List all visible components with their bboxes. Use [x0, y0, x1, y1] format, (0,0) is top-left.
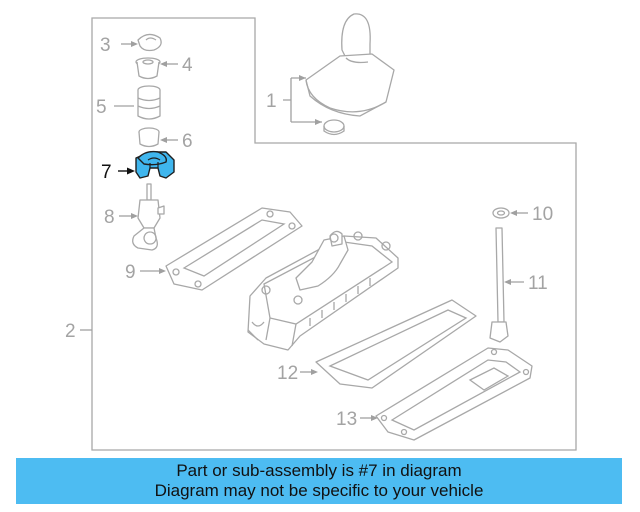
callout-7[interactable]: 7: [101, 162, 112, 183]
banner-line-2: Diagram may not be specific to your vehi…: [154, 481, 484, 500]
callout-13[interactable]: 13: [336, 409, 357, 430]
part-9-arrowhead: [159, 268, 166, 274]
callout-2[interactable]: 2: [65, 321, 76, 342]
part-12-cover-plate: [315, 299, 477, 389]
part-4-bushing: [135, 57, 161, 80]
part-7-arrowhead: [127, 167, 135, 175]
part-1-leader: [283, 77, 322, 123]
part-4-arrowhead: [160, 61, 167, 67]
part-3-arrowhead: [131, 41, 138, 47]
info-banner: Part or sub-assembly is #7 in diagram Di…: [16, 458, 622, 504]
callout-11[interactable]: 11: [528, 273, 548, 294]
part-1-clip: [323, 119, 345, 136]
callout-8[interactable]: 8: [104, 207, 115, 228]
shifter-housing: [247, 230, 399, 351]
part-1-shift-knob-boot: [305, 13, 395, 117]
part-3-clip: [137, 33, 162, 52]
part-6-arrowhead: [160, 137, 167, 143]
part-13-arrowhead: [371, 415, 378, 421]
callout-3[interactable]: 3: [100, 35, 111, 56]
part-10-arrowhead: [510, 210, 517, 216]
part-8-shift-lever: [132, 183, 165, 251]
part-10-seal: [492, 207, 510, 219]
part-9-gasket: [165, 207, 303, 291]
part-13-gasket: [375, 347, 533, 441]
callout-12[interactable]: 12: [277, 363, 298, 384]
part-5-damper: [137, 85, 161, 120]
part-1-arrowheads: [299, 75, 322, 125]
part-11-dipstick: [489, 227, 509, 343]
callout-9[interactable]: 9: [125, 262, 136, 283]
part-12-arrowhead: [311, 369, 318, 375]
banner-line-1: Part or sub-assembly is #7 in diagram: [176, 461, 462, 480]
parts-diagram: 3 4 1 5 6 7 8 10 9 11 2 12 13: [65, 13, 577, 451]
callout-6[interactable]: 6: [182, 131, 193, 152]
diagram-frame: [91, 17, 577, 451]
part-7-highlighted[interactable]: [135, 150, 175, 179]
part-11-arrowhead: [504, 279, 511, 285]
callout-1[interactable]: 1: [266, 91, 277, 112]
part-6-bushing: [138, 127, 160, 148]
part-8-arrowhead: [131, 213, 138, 219]
callout-4[interactable]: 4: [182, 55, 193, 76]
callout-5[interactable]: 5: [96, 97, 107, 118]
callout-10[interactable]: 10: [532, 204, 553, 225]
